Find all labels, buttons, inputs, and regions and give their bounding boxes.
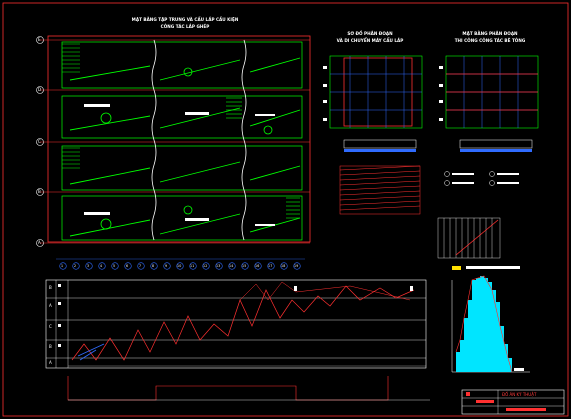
schedule-row-label: A xyxy=(49,360,52,365)
segment-plan-b xyxy=(437,55,539,259)
axis-number-label: 13 xyxy=(216,263,221,268)
axis-number-label: 10 xyxy=(177,263,182,268)
segment-a-title-line2: VÀ DI CHUYỂN MÁY CẨU LẮP xyxy=(336,38,404,43)
axis-number-label: 2 xyxy=(74,263,77,268)
axis-number-label: 7 xyxy=(139,263,142,268)
labor-histogram xyxy=(451,266,530,373)
axis-label-a: A xyxy=(38,240,41,245)
axis-number-label: 18 xyxy=(281,263,286,268)
axis-number-label: 14 xyxy=(229,263,234,268)
axis-number-label: 5 xyxy=(113,263,116,268)
schedule-row-label: C xyxy=(49,324,52,329)
schedule-row-label: B xyxy=(49,344,52,349)
schedule-row-label: A xyxy=(49,303,52,308)
axis-number-label: 6 xyxy=(126,263,129,268)
axis-number-label: 16 xyxy=(255,263,260,268)
main-title-line2: CÔNG TÁC LẮP GHÉP xyxy=(160,24,210,29)
axis-number-label: 17 xyxy=(268,263,273,268)
axis-number-label: 3 xyxy=(87,263,90,268)
segment-a-title-line1: SƠ ĐỒ PHÂN ĐOẠN xyxy=(347,31,393,36)
axis-number-label: 19 xyxy=(294,263,299,268)
site-plan xyxy=(36,35,311,270)
axis-number-label: 11 xyxy=(190,263,195,268)
schedule-row-label: B xyxy=(49,285,52,290)
segment-b-title-line1: MẶT BẰNG PHÂN ĐOẠN xyxy=(462,31,518,36)
axis-label-b: B xyxy=(38,189,41,194)
axis-number-label: 9 xyxy=(165,263,168,268)
title-block-label: ĐỒ ÁN KỸ THUẬT xyxy=(502,392,537,397)
axis-number-label: 4 xyxy=(100,263,103,268)
axis-label-d: D xyxy=(38,87,42,92)
axis-number-label: 8 xyxy=(152,263,155,268)
title-block xyxy=(461,389,565,415)
axis-label-e: E xyxy=(38,37,41,42)
segment-plan-a xyxy=(323,55,423,215)
segment-b-title-line2: THI CÔNG CÔNG TÁC BÊ TÔNG xyxy=(454,38,526,43)
construction-schedule xyxy=(45,279,430,401)
axis-label-c: C xyxy=(38,139,41,144)
axis-number-label: 15 xyxy=(242,263,247,268)
main-title-line1: MẶT BẰNG TẬP TRUNG VÀ CẤU LẮP CẤU KIỆN xyxy=(131,17,239,22)
axis-number-label: 12 xyxy=(203,263,208,268)
axis-number-label: 1 xyxy=(61,263,64,268)
